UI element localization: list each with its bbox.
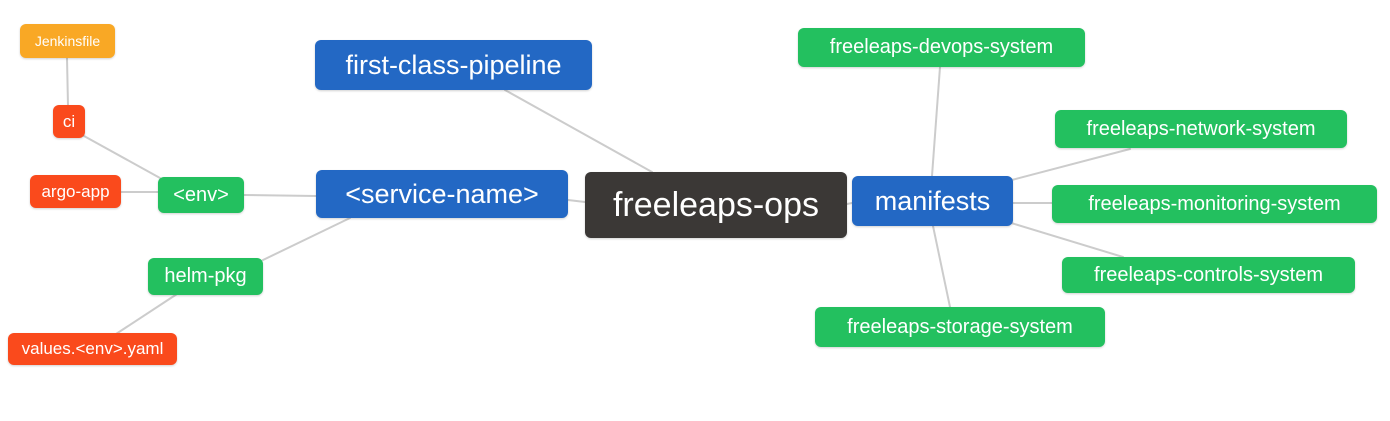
node-service-name[interactable]: <service-name> <box>316 170 568 218</box>
node-freeleaps-controls-system[interactable]: freeleaps-controls-system <box>1062 257 1355 293</box>
edge-env-service-name <box>243 194 317 197</box>
edge-manifests-controls <box>1007 221 1124 258</box>
node-helm-pkg[interactable]: helm-pkg <box>148 258 263 295</box>
edge-ci-env <box>83 135 161 179</box>
node-freeleaps-ops-root[interactable]: freeleaps-ops <box>585 172 847 238</box>
edge-service-name-root <box>567 199 586 203</box>
edge-manifests-devops <box>931 66 941 177</box>
node-argo-app[interactable]: argo-app <box>30 175 121 208</box>
node-values-env-yaml[interactable]: values.<env>.yaml <box>8 333 177 365</box>
edge-manifests-storage <box>932 225 951 308</box>
node-first-class-pipeline[interactable]: first-class-pipeline <box>315 40 592 90</box>
node-freeleaps-monitoring-system[interactable]: freeleaps-monitoring-system <box>1052 185 1377 223</box>
edge-root-manifests <box>846 202 853 205</box>
node-freeleaps-devops-system[interactable]: freeleaps-devops-system <box>798 28 1085 67</box>
edge-jenkinsfile-ci <box>66 57 69 107</box>
node-manifests[interactable]: manifests <box>852 176 1013 226</box>
node-ci[interactable]: ci <box>53 105 85 138</box>
node-freeleaps-storage-system[interactable]: freeleaps-storage-system <box>815 307 1105 347</box>
edge-pipeline-root <box>504 89 653 173</box>
node-freeleaps-network-system[interactable]: freeleaps-network-system <box>1055 110 1347 148</box>
edge-helm-pkg-values <box>115 293 178 335</box>
edge-service-name-helm-pkg <box>262 217 351 261</box>
node-jenkinsfile[interactable]: Jenkinsfile <box>20 24 115 58</box>
edge-manifests-network <box>1007 148 1131 182</box>
node-env[interactable]: <env> <box>158 177 244 213</box>
